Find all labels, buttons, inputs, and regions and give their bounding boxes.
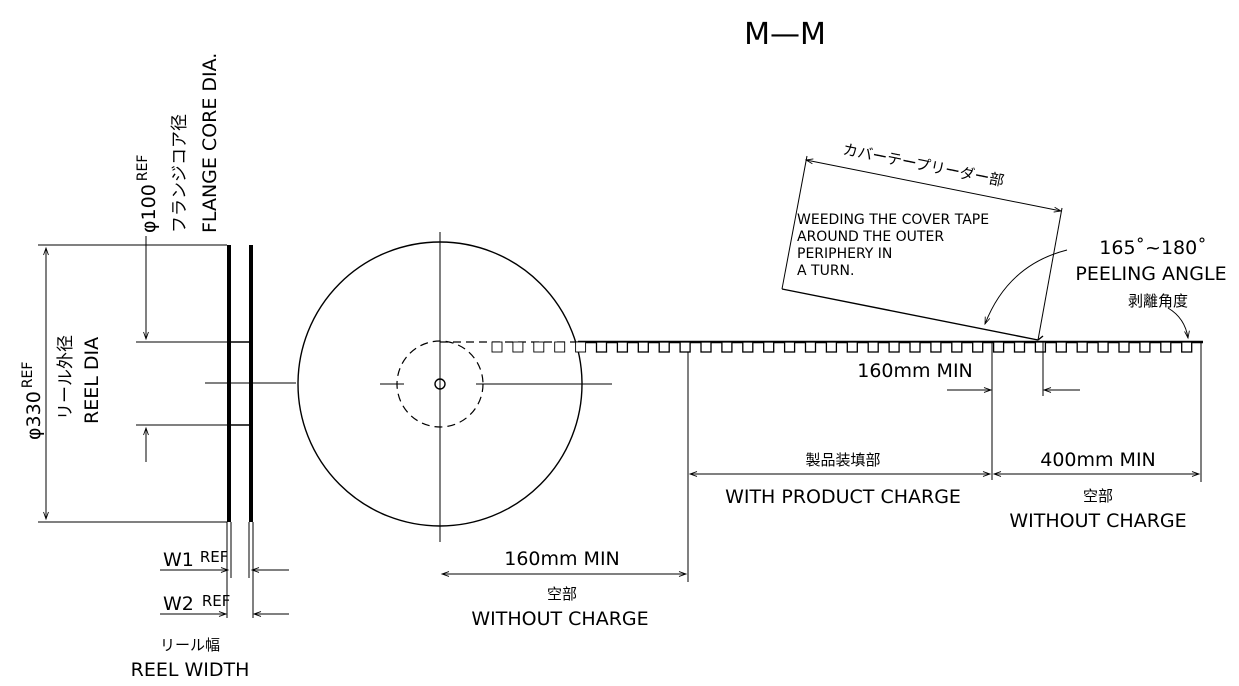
flange-core-label-jp: フランジコア径: [170, 114, 190, 233]
tape-pocket: [533, 341, 545, 353]
tape-pocket: [992, 341, 1005, 353]
tape-pocket: [1139, 341, 1151, 353]
tape-pocket: [700, 341, 712, 353]
carrier-tape: [440, 340, 1203, 353]
leader-min-value: 160mm MIN: [857, 360, 973, 382]
cover-tape-line: [781, 288, 1039, 341]
tape-pocket: [846, 341, 858, 353]
tape-pocket: [951, 341, 963, 353]
tape-pocket: [1160, 341, 1172, 353]
tape-pocket: [1013, 341, 1026, 353]
tape-pocket: [721, 341, 733, 353]
peeling-angle-value: 165˚~180˚: [1099, 237, 1206, 259]
product-charge-label-en: WITH PRODUCT CHARGE: [725, 486, 961, 508]
leader-dimension-line: [804, 158, 1063, 213]
reel-width-label-en: REEL WIDTH: [131, 659, 250, 681]
tape-pocket: [930, 341, 942, 353]
tape-pocket: [679, 341, 691, 353]
tape-pocket: [595, 341, 608, 353]
tape-pocket: [575, 341, 587, 353]
tape-pocket: [616, 341, 629, 353]
peeling-angle-label-en: PEELING ANGLE: [1075, 263, 1226, 285]
trailer-value: 400mm MIN: [1040, 449, 1156, 471]
flange-core-label: φ100REF: [135, 155, 160, 233]
tape-pocket: [825, 341, 838, 353]
tape-pocket: [512, 341, 524, 353]
trailer-label-jp: 空部: [1083, 487, 1113, 505]
tape-pocket: [1055, 341, 1067, 353]
tape-pocket: [491, 341, 503, 353]
tape-pocket: [1118, 341, 1130, 353]
product-and-trailer-dimensions: [687, 342, 1202, 582]
tape-pocket: [1097, 341, 1109, 353]
leader-note-line-4: A TURN.: [797, 263, 854, 279]
reel-dia-label-jp: リール外径: [56, 335, 76, 420]
reel-side-view: [38, 236, 296, 523]
leader-note-line-3: PERIPHERY IN: [797, 246, 892, 262]
flange-core-dimension: φ100REF: [135, 155, 160, 233]
reel-width-dimension: [160, 522, 289, 618]
section-label: M—M: [744, 17, 826, 52]
tape-pocket: [783, 341, 796, 353]
tape-pocket: [1076, 341, 1088, 353]
tape-pocket: [972, 341, 984, 353]
leader-min-dimension: [947, 342, 1080, 480]
leader-note-line-1: WEEDING THE COVER TAPE: [797, 212, 989, 228]
peeling-angle-arc: [984, 249, 1190, 340]
flange-core-label-en: FLANGE CORE DIA.: [199, 53, 221, 233]
reel-dia-label-en: REEL DIA: [81, 337, 103, 424]
trailer-label-en: WITHOUT CHARGE: [1009, 510, 1186, 532]
reel-dia-label: φ330REF: [20, 362, 45, 440]
reel-front-view: [297, 232, 612, 542]
empty-section-value: 160mm MIN: [504, 548, 620, 570]
empty-section-label-en: WITHOUT CHARGE: [471, 608, 648, 630]
tape-pocket: [763, 341, 775, 353]
tape-pocket: [637, 341, 649, 353]
tape-pocket: [658, 341, 670, 353]
leader-note-line-2: AROUND THE OUTER: [797, 229, 944, 245]
tape-pockets: [491, 341, 1193, 353]
tape-pocket: [1034, 341, 1047, 353]
tape-pocket: [867, 341, 879, 353]
empty-section-label-jp: 空部: [547, 585, 577, 603]
tape-pocket: [909, 341, 921, 353]
tape-pocket: [804, 341, 817, 353]
tape-pocket: [554, 341, 566, 353]
tape-pocket: [742, 341, 754, 353]
cover-tape-leader: [781, 155, 1063, 341]
peeling-angle-label-jp: 剥離角度: [1128, 292, 1188, 310]
tape-pocket: [888, 341, 900, 353]
leader-label-jp: カバーテープリーダー部: [841, 140, 1005, 190]
tape-pocket: [1181, 341, 1193, 353]
reel-width-label-jp: リール幅: [160, 636, 220, 654]
product-charge-label-jp: 製品装填部: [805, 451, 880, 469]
reel-dia-dimension: φ330REF: [20, 362, 45, 440]
